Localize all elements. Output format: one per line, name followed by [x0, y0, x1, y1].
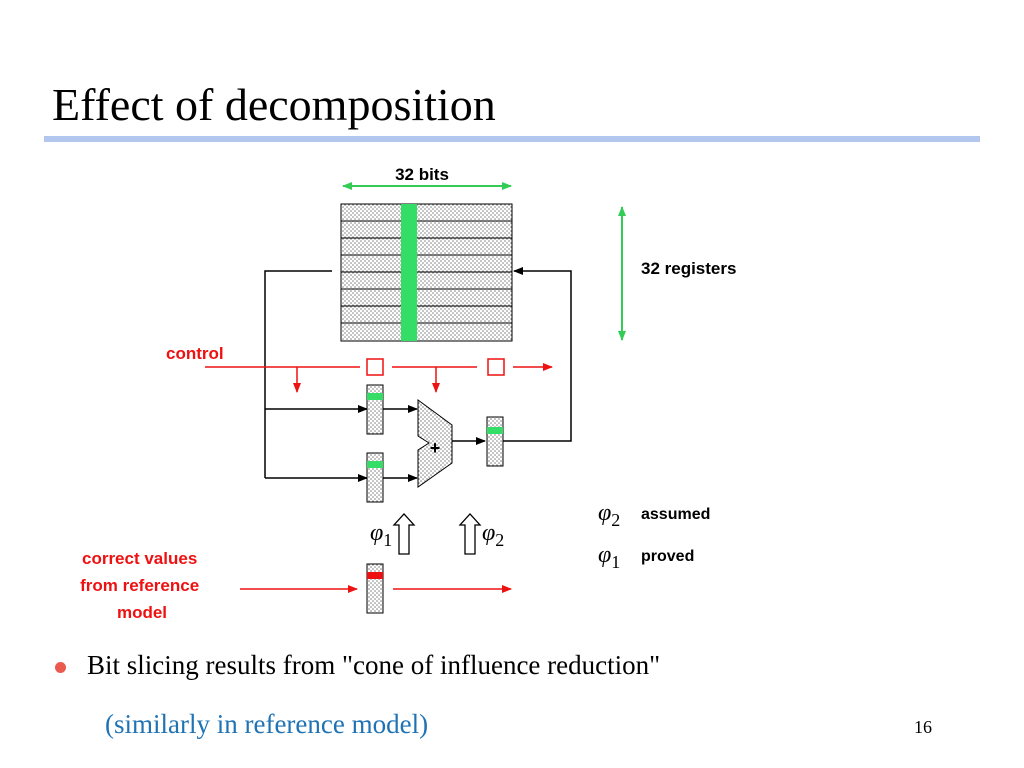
result-register	[486, 416, 504, 467]
slide-title: Effect of decomposition	[52, 79, 496, 130]
width-label: 32 bits	[395, 165, 449, 184]
legend-phi-1: φ1	[598, 542, 620, 572]
register-file	[340, 203, 513, 342]
control-gate-2	[487, 358, 505, 376]
phi-1-up-arrow	[392, 513, 416, 555]
correct-values-label: correct values from reference model	[80, 549, 204, 622]
operand-register-a	[366, 384, 384, 435]
title-underline	[44, 136, 980, 142]
phi-2-up-arrow	[458, 513, 482, 555]
page-number: 16	[914, 717, 932, 737]
legend-assumed-label: assumed	[641, 506, 710, 523]
reference-register	[366, 563, 384, 614]
phi-1-marker: φ1	[370, 520, 392, 550]
bullet-dot	[55, 662, 66, 673]
bullet-text: Bit slicing results from "cone of influe…	[87, 650, 661, 680]
operand-register-b	[366, 452, 384, 503]
phi-2-marker: φ2	[482, 520, 504, 550]
legend-proved-label: proved	[641, 548, 694, 565]
adder-input-wires	[383, 405, 418, 482]
control-gate-1	[366, 358, 384, 376]
writeback-wire	[503, 267, 572, 442]
read-wire	[264, 270, 368, 482]
legend-phi-2: φ2	[598, 500, 620, 530]
adder	[417, 399, 453, 488]
control-lines	[205, 363, 553, 393]
bit-slice	[401, 204, 417, 341]
adder-plus-sign: +	[430, 438, 441, 458]
bullet-subtext: (similarly in reference model)	[105, 709, 429, 739]
height-label: 32 registers	[641, 259, 736, 278]
control-label: control	[166, 344, 224, 363]
